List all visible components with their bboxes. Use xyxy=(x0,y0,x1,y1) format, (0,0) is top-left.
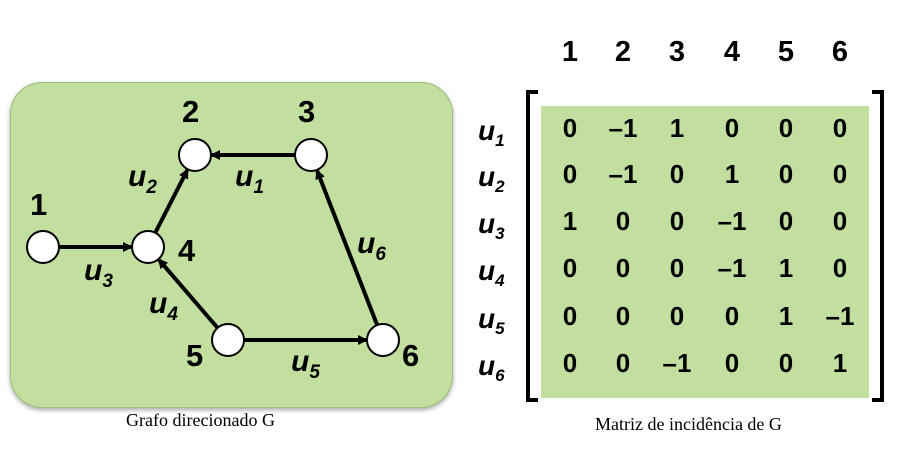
matrix-cell: 0 xyxy=(778,348,794,378)
matrix-cell: –1 xyxy=(717,206,747,236)
vertex-label-4: 4 xyxy=(178,233,196,268)
matrix-right-bracket xyxy=(872,90,884,402)
matrix-cell: 0 xyxy=(562,348,578,378)
vertex-2 xyxy=(178,138,212,172)
matrix-cell: –1 xyxy=(662,348,692,378)
matrix-cell: 0 xyxy=(832,253,848,283)
matrix-cell: 0 xyxy=(669,253,685,283)
matrix-cell: 0 xyxy=(724,301,740,331)
matrix-cell: 0 xyxy=(724,348,740,378)
matrix-cell: 0 xyxy=(669,206,685,236)
graph-caption: Grafo direcionado G xyxy=(126,410,275,430)
matrix-caption: Matriz de incidência de G xyxy=(595,414,782,434)
edge-label-u2: u2 xyxy=(128,160,157,198)
matrix-cell: 0 xyxy=(832,113,848,143)
vertex-5 xyxy=(211,323,245,357)
vertex-4 xyxy=(131,230,165,264)
matrix-cell: 1 xyxy=(778,253,794,283)
matrix-cell: 0 xyxy=(832,206,848,236)
matrix-row-header-u2: u2 xyxy=(478,161,505,196)
vertex-label-2: 2 xyxy=(182,94,199,129)
edge-u6-arrow xyxy=(315,168,380,326)
matrix-row-header-u6: u6 xyxy=(478,350,505,385)
matrix-cell: 0 xyxy=(832,159,848,189)
matrix-cell: 1 xyxy=(724,159,740,189)
matrix-cell: 1 xyxy=(778,301,794,331)
matrix-background xyxy=(541,106,869,398)
matrix-cell: 0 xyxy=(778,113,794,143)
matrix-column-header-1: 1 xyxy=(561,36,579,68)
vertex-1 xyxy=(26,230,60,264)
matrix-cell: 0 xyxy=(778,206,794,236)
matrix-row-header-u5: u5 xyxy=(478,303,505,338)
matrix-cell: –1 xyxy=(608,159,638,189)
matrix-cell: 1 xyxy=(669,113,685,143)
edge-label-u6: u6 xyxy=(357,227,386,265)
vertex-label-6: 6 xyxy=(402,338,419,373)
matrix-cell: 0 xyxy=(669,301,685,331)
matrix-cell: 0 xyxy=(615,301,631,331)
matrix-row-header-u4: u4 xyxy=(478,255,505,290)
matrix-cell: 0 xyxy=(724,113,740,143)
edge-label-u4: u4 xyxy=(149,287,178,325)
matrix-cell: 0 xyxy=(615,206,631,236)
matrix-cell: 0 xyxy=(562,113,578,143)
vertex-label-5: 5 xyxy=(186,338,203,373)
matrix-column-header-3: 3 xyxy=(668,36,686,68)
matrix-cell: 0 xyxy=(562,301,578,331)
edge-label-u1: u1 xyxy=(235,160,264,198)
matrix-left-bracket xyxy=(526,90,538,402)
matrix-cell: 0 xyxy=(562,159,578,189)
matrix-column-header-4: 4 xyxy=(723,36,741,68)
matrix-cell: –1 xyxy=(717,253,747,283)
edge-u4-arrow xyxy=(157,258,220,330)
matrix-column-header-6: 6 xyxy=(831,36,849,68)
matrix-cell: 1 xyxy=(562,206,578,236)
vertex-6 xyxy=(366,323,400,357)
matrix-cell: 0 xyxy=(615,253,631,283)
matrix-column-header-2: 2 xyxy=(614,36,632,68)
matrix-cell: 0 xyxy=(778,159,794,189)
edge-label-u3: u3 xyxy=(84,254,113,292)
matrix-cell: 0 xyxy=(562,253,578,283)
matrix-cell: 0 xyxy=(615,348,631,378)
matrix-column-header-5: 5 xyxy=(777,36,795,68)
vertex-label-3: 3 xyxy=(298,94,315,129)
vertex-label-1: 1 xyxy=(30,187,47,222)
matrix-row-header-u1: u1 xyxy=(478,115,505,150)
matrix-cell: 1 xyxy=(832,348,848,378)
edge-label-u5: u5 xyxy=(291,345,320,383)
edge-u2-arrow xyxy=(153,168,190,234)
matrix-cell: –1 xyxy=(608,113,638,143)
matrix-row-header-u3: u3 xyxy=(478,208,505,243)
matrix-cell: –1 xyxy=(825,301,855,331)
matrix-cell: 0 xyxy=(669,159,685,189)
vertex-3 xyxy=(294,138,328,172)
